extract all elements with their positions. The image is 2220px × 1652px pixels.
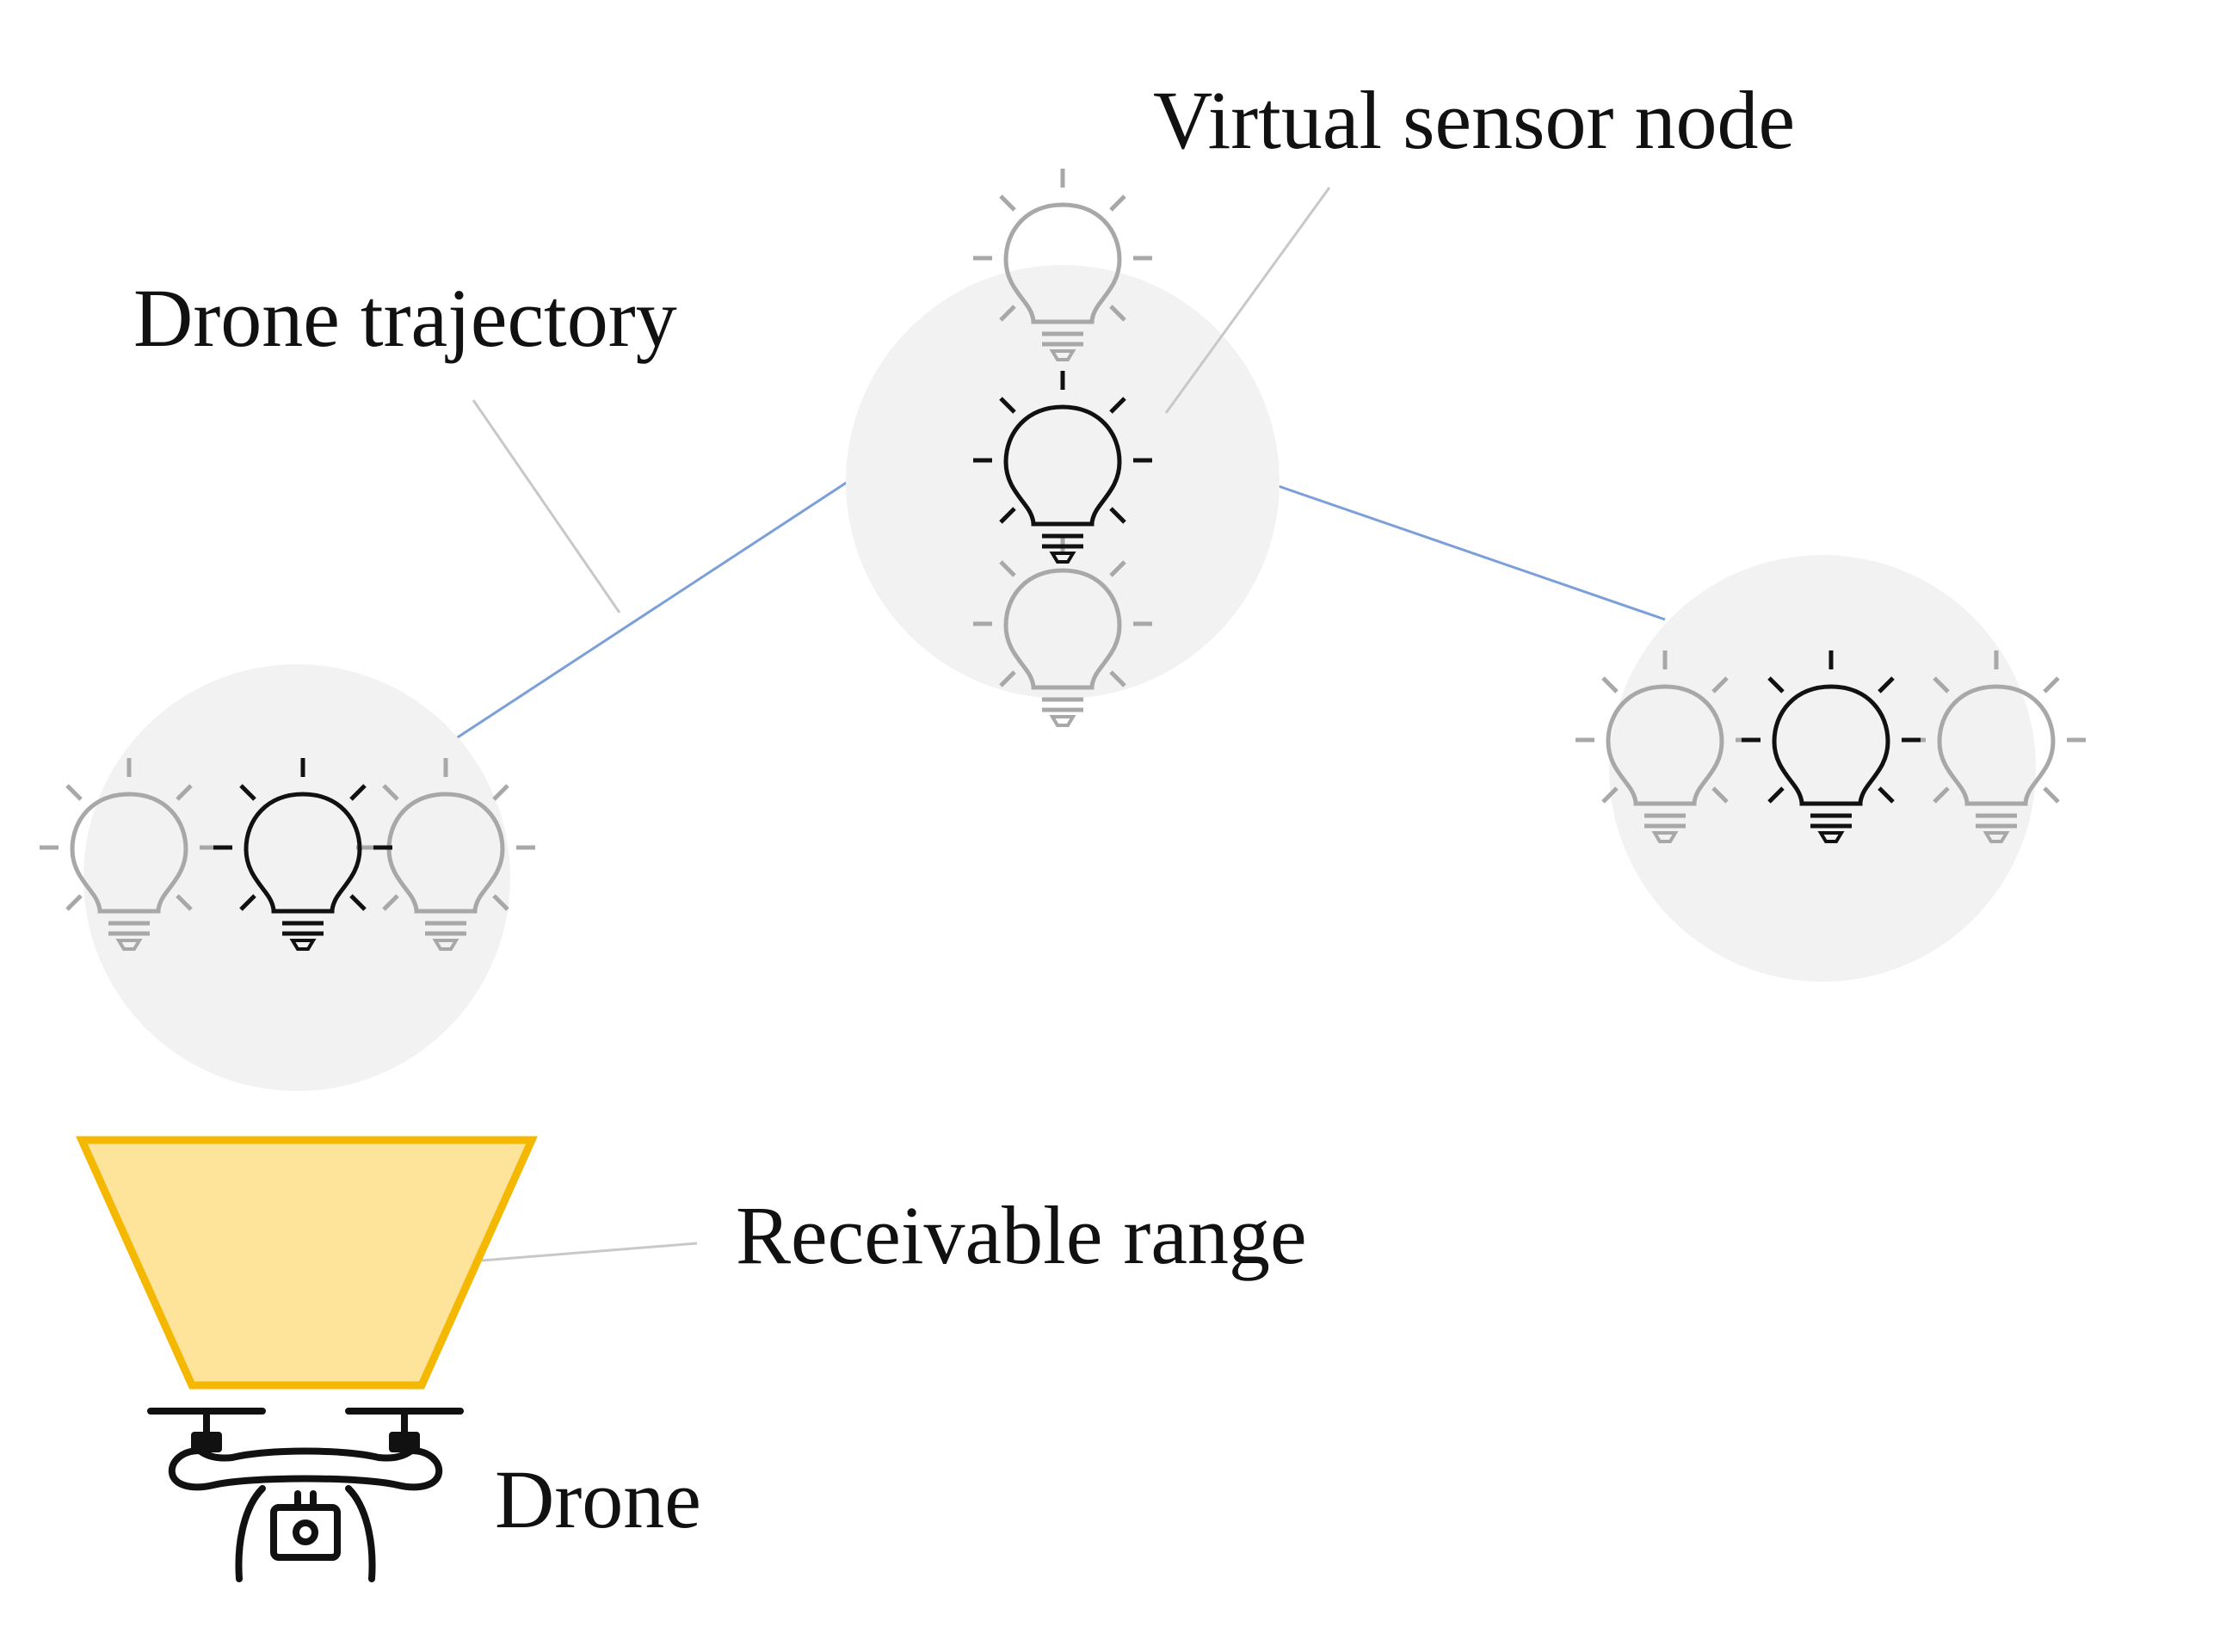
leader-lines bbox=[472, 187, 1331, 1262]
leader-line bbox=[481, 1242, 698, 1262]
drone-trajectory bbox=[445, 480, 1666, 747]
virtual-sensor-node bbox=[846, 169, 1280, 725]
drone-trajectory-label: Drone trajectory bbox=[133, 272, 677, 364]
drone-label: Drone bbox=[495, 1453, 701, 1545]
leader-line bbox=[472, 399, 621, 613]
receivable-range-label: Receivable range bbox=[736, 1189, 1307, 1281]
trajectory-segment bbox=[1273, 483, 1666, 621]
leader-line bbox=[1164, 187, 1331, 414]
node-range-circle bbox=[1609, 555, 2036, 982]
virtual-sensor-node bbox=[1576, 555, 2086, 982]
node-range-circle bbox=[83, 664, 510, 1091]
virtual-sensor-node bbox=[40, 664, 535, 1091]
node-range-circle bbox=[846, 265, 1280, 699]
drone-icon bbox=[147, 1408, 464, 1582]
receivable-range-shape bbox=[76, 1136, 538, 1390]
trajectory-segment bbox=[445, 480, 848, 747]
virtual-sensor-node-label: Virtual sensor node bbox=[1153, 74, 1796, 166]
